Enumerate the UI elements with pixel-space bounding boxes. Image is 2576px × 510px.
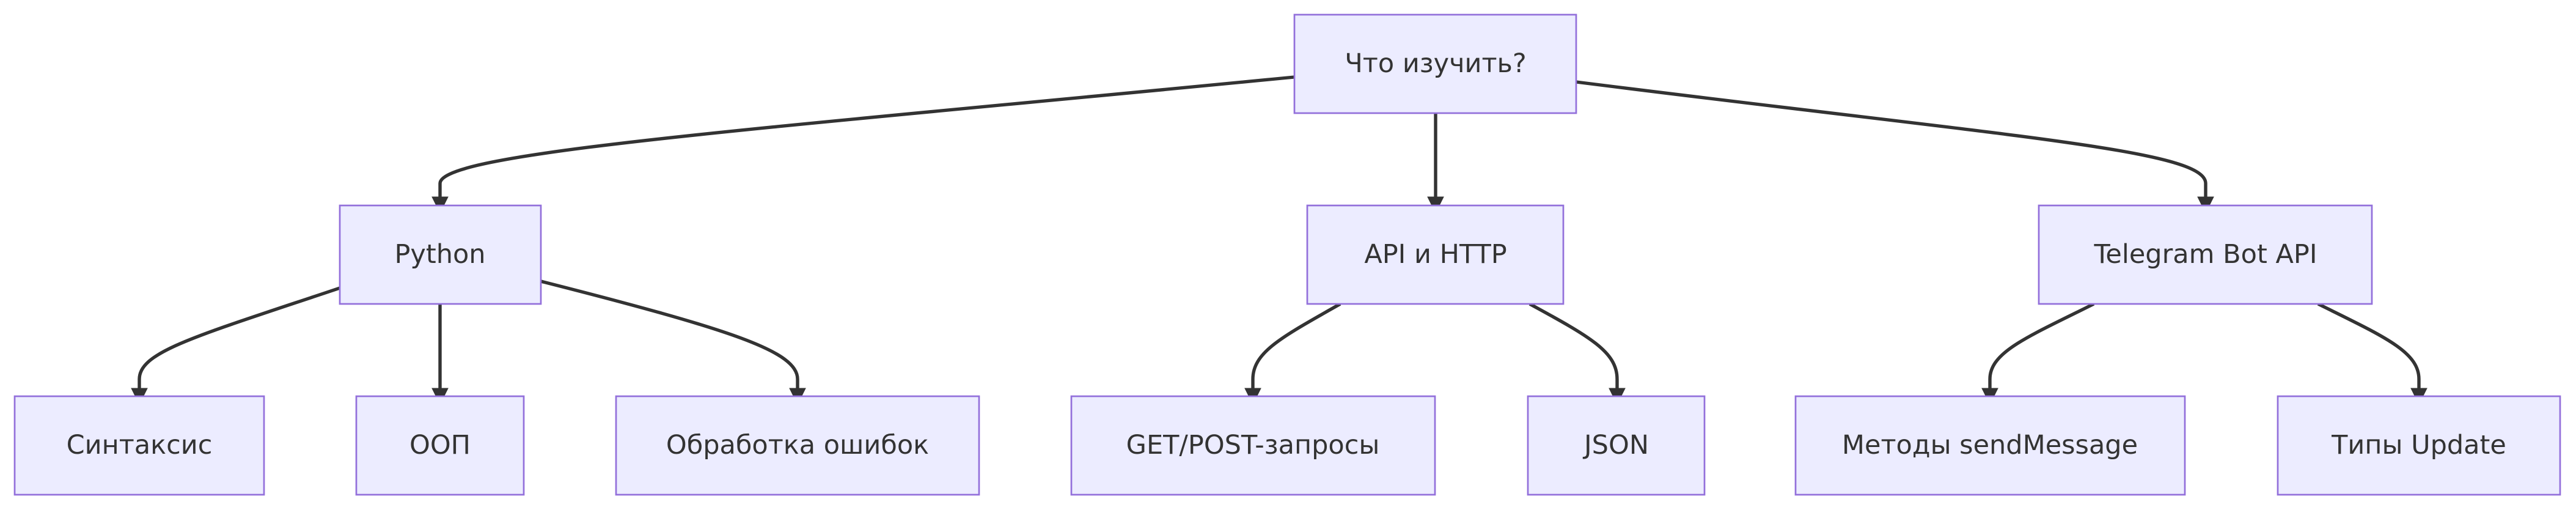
node-json: JSON bbox=[1527, 395, 1706, 496]
node-python-label: Python bbox=[394, 239, 485, 270]
edge-api-json bbox=[1528, 302, 1619, 396]
node-json-label: JSON bbox=[1582, 430, 1649, 460]
node-update-types-label: Типы Update bbox=[2331, 430, 2506, 460]
node-update-types: Типы Update bbox=[2277, 395, 2561, 496]
node-get-post: GET/POST-запросы bbox=[1070, 395, 1436, 496]
node-syntax-label: Синтаксис bbox=[67, 430, 213, 460]
node-error-handling-label: Обработка ошибок bbox=[666, 430, 929, 460]
node-oop-label: ООП bbox=[409, 430, 471, 460]
node-api-http-label: API и HTTP bbox=[1364, 239, 1506, 270]
edge-api-getpost bbox=[1251, 302, 1341, 396]
node-api-http: API и HTTP bbox=[1306, 204, 1565, 305]
edge-root-telegram bbox=[1576, 80, 2207, 205]
node-oop: ООП bbox=[355, 395, 525, 496]
edge-telegram-update bbox=[2317, 302, 2421, 396]
edge-python-syntax bbox=[138, 286, 340, 396]
edge-telegram-methods bbox=[1988, 302, 2095, 396]
node-root: Что изучить? bbox=[1293, 13, 1577, 114]
node-telegram-label: Telegram Bot API bbox=[2093, 239, 2317, 270]
node-root-label: Что изучить? bbox=[1345, 48, 1526, 79]
node-get-post-label: GET/POST-запросы bbox=[1126, 430, 1380, 460]
edge-python-errors bbox=[540, 279, 799, 396]
node-error-handling: Обработка ошибок bbox=[615, 395, 980, 496]
node-python: Python bbox=[339, 204, 542, 305]
node-telegram: Telegram Bot API bbox=[2038, 204, 2373, 305]
edge-root-python bbox=[438, 75, 1295, 205]
node-syntax: Синтаксис bbox=[13, 395, 265, 496]
node-send-message: Методы sendMessage bbox=[1794, 395, 2186, 496]
node-send-message-label: Методы sendMessage bbox=[1842, 430, 2138, 460]
